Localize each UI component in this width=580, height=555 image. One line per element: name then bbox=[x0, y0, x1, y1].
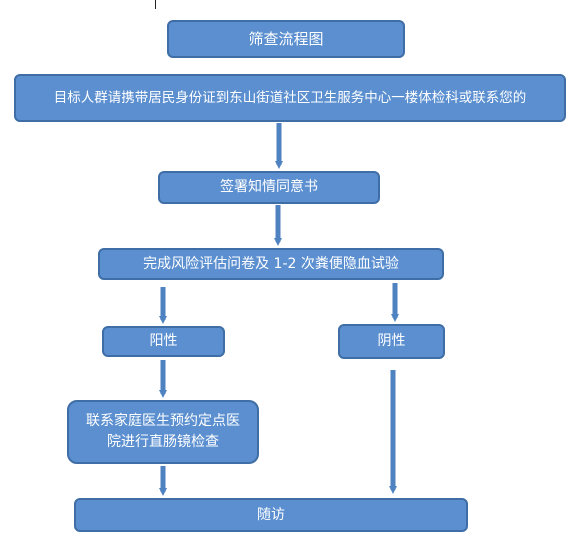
flowchart-title: 筛查流程图 bbox=[248, 29, 324, 48]
negative-text: 阴性 bbox=[377, 333, 406, 349]
step-1-text: 目标人群请携带居民身份证到东山街道社区卫生服务中心一楼体检科或联系您的 bbox=[53, 89, 527, 106]
step-2-text: 签署知情同意书 bbox=[220, 179, 318, 195]
follow-up-box: 随访 bbox=[74, 498, 468, 532]
step-1-box: 目标人群请携带居民身份证到东山街道社区卫生服务中心一楼体检科或联系您的 bbox=[14, 74, 566, 122]
positive-box: 阳性 bbox=[102, 326, 225, 357]
positive-text: 阳性 bbox=[149, 333, 178, 349]
positive-action-box: 联系家庭医生预约定点医院进行直肠镜检查 bbox=[67, 400, 259, 464]
positive-action-text: 联系家庭医生预约定点医院进行直肠镜检查 bbox=[86, 413, 240, 450]
follow-up-text: 随访 bbox=[257, 506, 285, 523]
negative-box: 阴性 bbox=[338, 324, 445, 359]
edge-mark bbox=[155, 0, 156, 9]
step-3-text: 完成风险评估问卷及 1-2 次粪便隐血试验 bbox=[143, 255, 399, 272]
step-2-box: 签署知情同意书 bbox=[158, 171, 380, 204]
step-3-box: 完成风险评估问卷及 1-2 次粪便隐血试验 bbox=[98, 248, 444, 280]
flowchart-title-box: 筛查流程图 bbox=[167, 20, 405, 58]
